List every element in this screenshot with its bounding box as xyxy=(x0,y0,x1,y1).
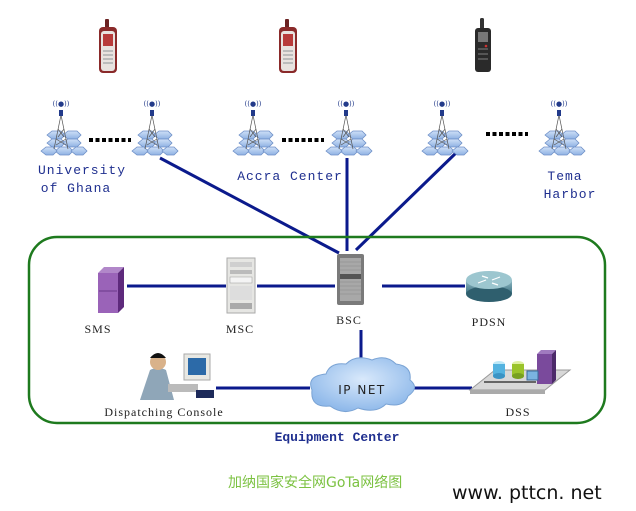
phone-icon xyxy=(99,19,117,73)
bts-group-label: Harbor xyxy=(544,187,597,202)
bts-group-label: University xyxy=(38,163,126,178)
base-station-icon xyxy=(421,99,469,156)
base-station-icon xyxy=(325,99,373,156)
phone-icon xyxy=(279,19,297,73)
dss-server-group-icon xyxy=(468,350,572,394)
bts-group-label: of Ghana xyxy=(41,181,111,196)
base-station-icon xyxy=(538,99,586,156)
radio-handset-icon xyxy=(475,18,491,72)
link-bts-bsc xyxy=(354,149,460,252)
base-station-icon xyxy=(131,99,179,156)
pdsn-router-icon xyxy=(466,271,512,302)
base-station-icon xyxy=(40,99,88,156)
base-station-icon xyxy=(232,99,280,156)
node-label-pdsn: PDSN xyxy=(472,315,507,329)
node-label-ipnet: IP NET xyxy=(338,383,385,397)
sms-server-icon xyxy=(98,267,124,313)
equipment-center-boundary xyxy=(27,235,607,425)
dotted-links xyxy=(89,132,528,142)
node-label-msc: MSC xyxy=(226,322,254,336)
watermark-url: www. pttcn. net xyxy=(452,482,602,504)
bts-group-label: Accra Center xyxy=(237,169,343,184)
node-label-sms: SMS xyxy=(84,322,111,336)
bsc-server-icon xyxy=(337,254,364,305)
watermark-chinese-title: 加纳国家安全网GoTa网络图 xyxy=(228,475,403,491)
bts-group-label: Tema xyxy=(547,169,582,184)
equipment-center-title: Equipment Center xyxy=(275,430,400,445)
dispatching-console-icon xyxy=(136,352,216,400)
node-label-dss: DSS xyxy=(505,405,530,419)
msc-rack-icon xyxy=(226,257,256,314)
node-label-bsc: BSC xyxy=(336,313,362,327)
ip-net-cloud-icon xyxy=(310,357,415,412)
node-label-console: Dispatching Console xyxy=(104,405,223,419)
